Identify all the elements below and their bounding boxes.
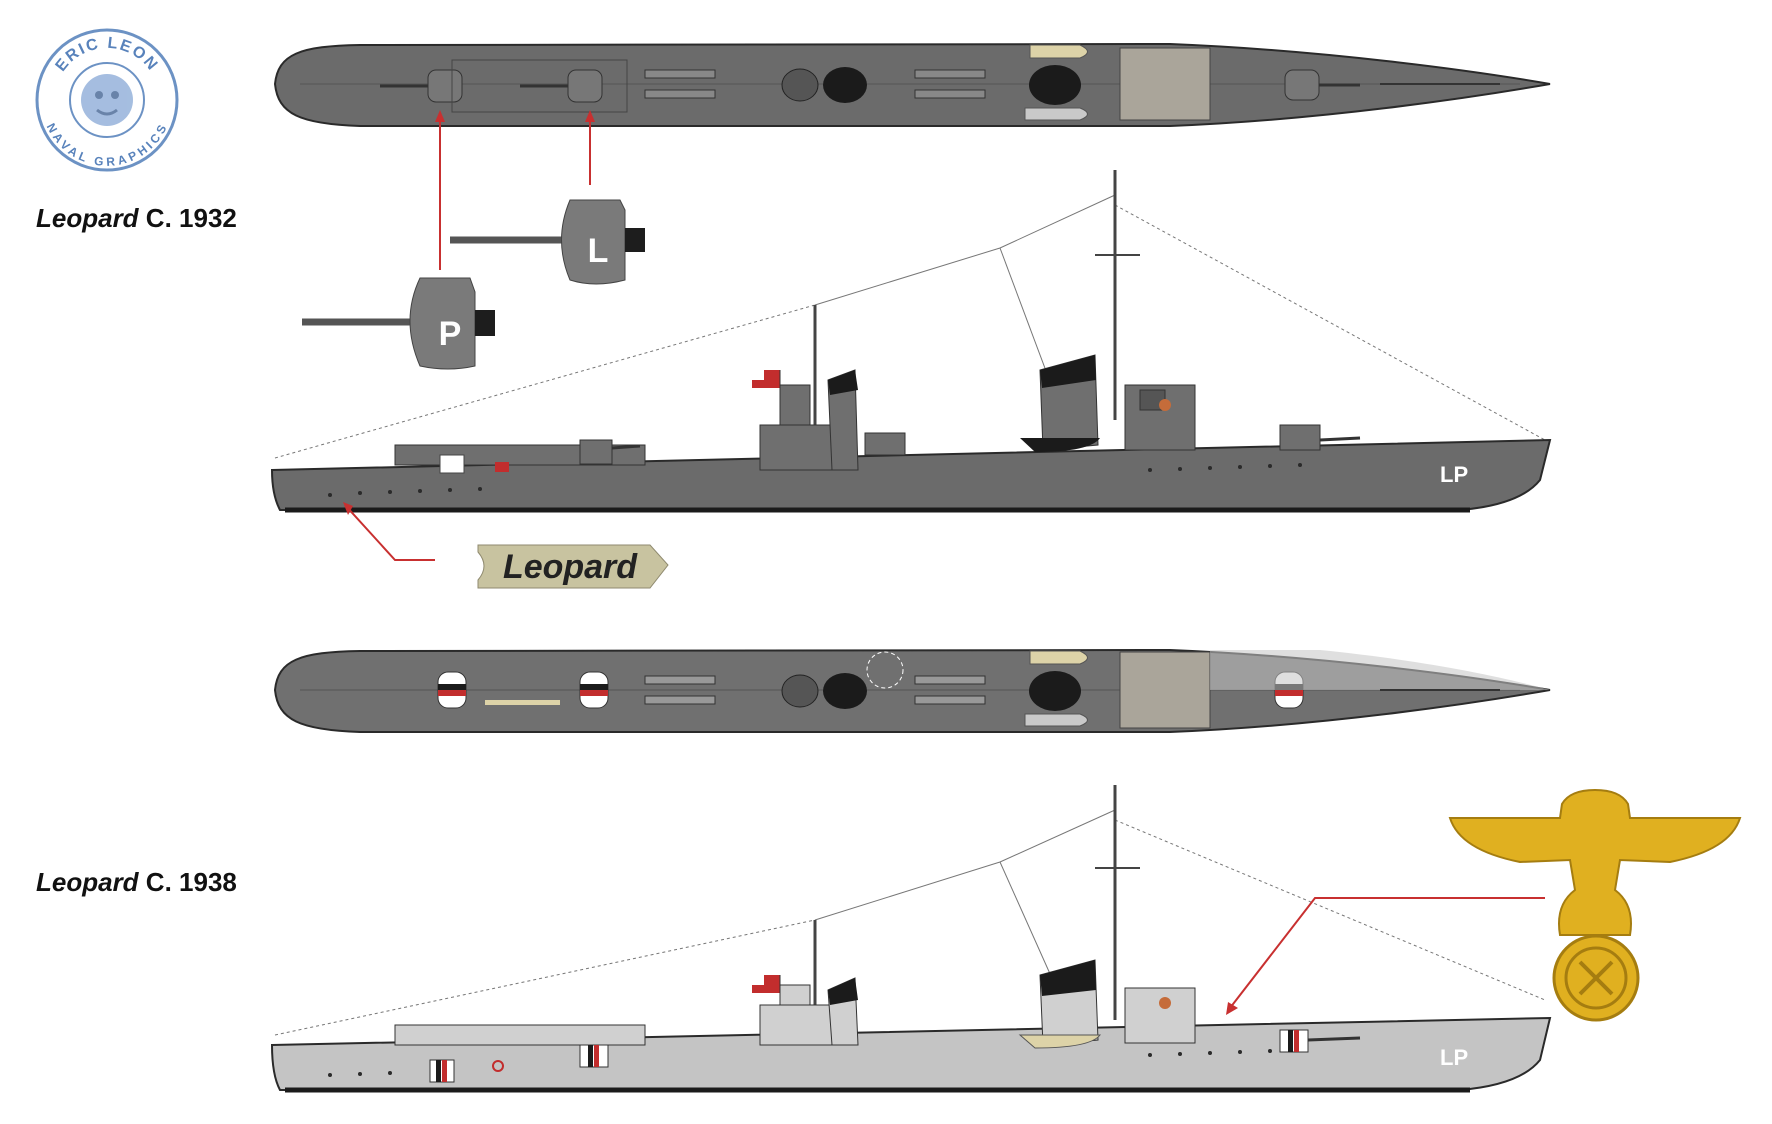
caption-date: C. 1932: [138, 203, 237, 233]
caption-1932: Leopard C. 1932: [36, 203, 237, 234]
caption-ship-name: Leopard: [36, 203, 139, 233]
caption-1938: Leopard C. 1938: [36, 867, 237, 898]
hull-code-1932: LP: [1440, 462, 1468, 487]
turret-letter-l: L: [588, 232, 609, 270]
plan-view-1938: [273, 648, 1551, 733]
nameplate-leader-line: [343, 502, 435, 561]
caption-date: C. 1938: [138, 867, 237, 897]
profile-view-1932: LP: [270, 170, 1552, 513]
artist-stamp: ERIC LEON NAVAL GRAPHICS: [35, 28, 179, 172]
stern-nameplate: Leopard: [477, 544, 669, 589]
turret-detail-l: L: [450, 199, 645, 285]
turret-leader-lines: [435, 110, 595, 270]
eagle-emblem-icon: [1448, 788, 1742, 1022]
caption-ship-name: Leopard: [36, 867, 139, 897]
turret-letter-p: P: [439, 315, 462, 353]
nameplate-text: Leopard: [503, 548, 638, 586]
stamp-bottom-text: NAVAL GRAPHICS: [44, 121, 171, 169]
war-ensign-flag: [752, 370, 781, 400]
plan-view-1932: [273, 42, 1551, 127]
eagle-leader-line: [1226, 897, 1545, 1015]
turret-detail-p: P: [302, 277, 495, 370]
war-ensign-flag: [752, 975, 781, 1005]
lion-head-icon: [81, 74, 133, 126]
profile-view-1938: LP: [270, 785, 1552, 1093]
hull-code-1938: LP: [1440, 1045, 1468, 1070]
